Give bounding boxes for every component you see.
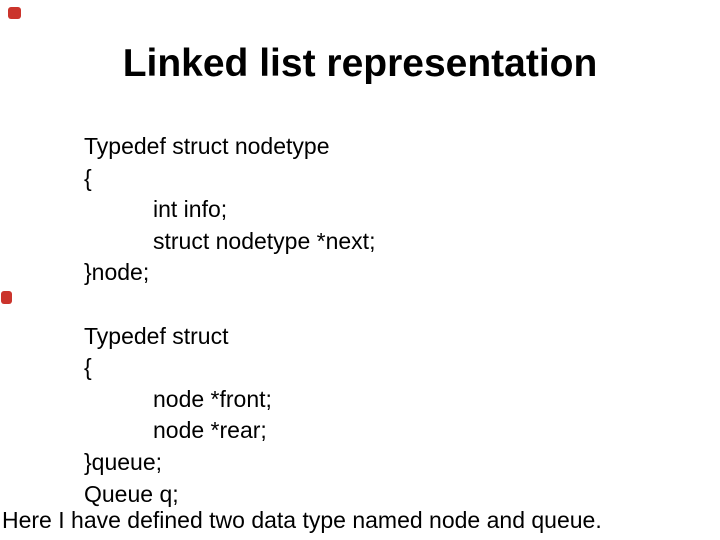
code-line: Typedef struct nodetype	[84, 133, 330, 159]
code-block-queue: Typedef struct { node *front; node *rear; }q…	[84, 321, 375, 511]
code-line: node *front;	[153, 385, 272, 412]
code-line: }node;	[84, 259, 150, 286]
code-line: Typedef struct	[84, 322, 229, 349]
code-line: int info;	[153, 196, 228, 223]
red-marker-top-left	[8, 7, 21, 19]
code-line: node *rear;	[153, 417, 267, 444]
code-text-area: Typedef struct nodetype { int info; struct …	[84, 131, 375, 510]
red-marker-left-edge	[1, 291, 12, 304]
code-line: Queue q;	[84, 480, 179, 507]
slide-title: Linked list representation	[122, 42, 598, 85]
code-line: {	[84, 354, 92, 381]
footer-note: Here I have defined two data type named …	[2, 507, 602, 533]
code-line: {	[84, 164, 92, 191]
code-line: struct nodetype *next;	[153, 227, 376, 254]
code-line: }queue;	[84, 448, 163, 475]
code-block-nodetype: Typedef struct nodetype { int info; struct …	[84, 131, 375, 289]
